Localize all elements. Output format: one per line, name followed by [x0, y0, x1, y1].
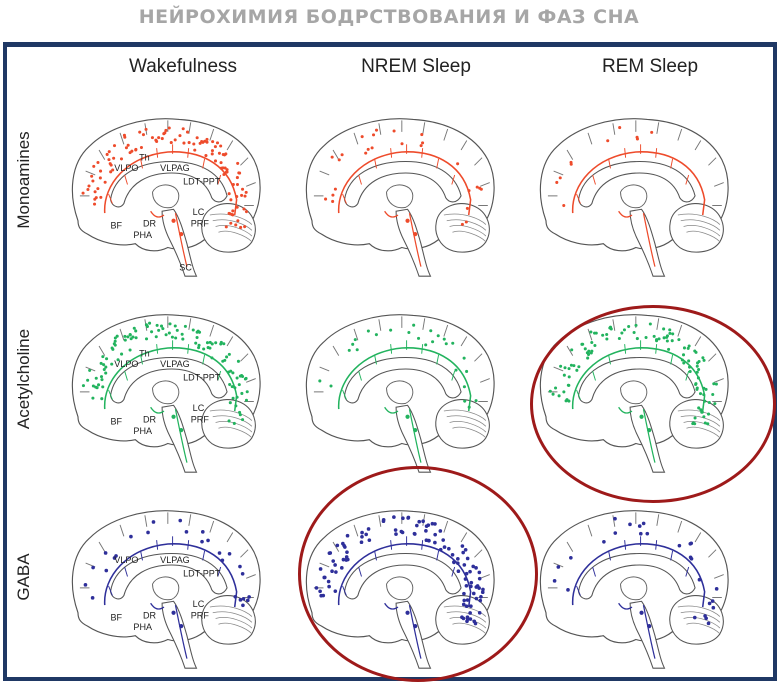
column-header-wakefulness: Wakefulness	[128, 56, 238, 77]
brain-panel-acetylcholine-nrem	[305, 314, 495, 473]
brain-panel-monoamines-rem	[539, 118, 729, 277]
label-vlpo: VLPO	[114, 163, 138, 173]
label-pha: PHA	[133, 426, 153, 436]
label-th: Th	[139, 153, 150, 163]
label-bf: BF	[110, 416, 122, 426]
brain-outline	[71, 510, 261, 669]
activity-dots	[81, 321, 249, 433]
label-vlpag: VLPAG	[160, 163, 190, 173]
label-ldt-ppt: LDT-PPT	[183, 568, 221, 578]
brain-outline	[539, 510, 729, 669]
neurotransmitter-pathway	[337, 144, 472, 267]
label-bf: BF	[110, 612, 122, 622]
slide-title: НЕЙРОХИМИЯ БОДРСТВОВАНИЯ И ФАЗ СНА	[138, 6, 640, 28]
row-header-gaba: GABA	[14, 553, 33, 601]
activity-dots	[318, 323, 478, 433]
neurotransmitter-pathway	[337, 340, 472, 463]
column-header-nrem: NREM Sleep	[361, 56, 471, 77]
label-sc: SC	[179, 262, 192, 272]
brain-outline	[539, 118, 729, 277]
label-ldt-ppt: LDT-PPT	[183, 372, 221, 382]
label-dr: DR	[143, 610, 157, 620]
neurotransmitter-pathway	[571, 144, 706, 267]
brain-panel-monoamines-nrem	[305, 118, 495, 277]
label-prf: PRF	[191, 218, 210, 228]
row-header-acetylcholine: Acetylcholine	[14, 328, 33, 430]
activity-dots	[81, 126, 248, 237]
brain-outline	[305, 314, 495, 473]
neurotransmitter-pathway	[571, 536, 706, 659]
brain-outline	[71, 314, 261, 473]
activity-dots	[552, 516, 719, 629]
highlight-circle-ach-rem	[530, 305, 776, 503]
label-ldt-ppt: LDT-PPT	[183, 176, 221, 186]
label-bf: BF	[110, 220, 122, 230]
label-vlpag: VLPAG	[160, 359, 190, 369]
neurotransmitter-pathway	[103, 536, 238, 659]
column-header-rem: REM Sleep	[601, 56, 699, 77]
label-dr: DR	[143, 414, 157, 424]
label-th: Th	[139, 349, 150, 359]
label-vlpo: VLPO	[114, 359, 138, 369]
activity-dots	[324, 128, 483, 237]
brain-outline	[305, 118, 495, 277]
activity-dots	[83, 518, 251, 629]
neurotransmitter-pathway	[103, 340, 238, 463]
label-vlpag: VLPAG	[160, 555, 190, 565]
label-pha: PHA	[133, 622, 153, 632]
label-lc: LC	[193, 207, 205, 217]
activity-dots	[555, 126, 654, 208]
label-vlpo: VLPO	[114, 555, 138, 565]
label-pha: PHA	[133, 230, 153, 240]
neurotransmitter-pathway	[103, 144, 238, 267]
label-prf: PRF	[191, 414, 210, 424]
row-header-monoamines: Monoamines	[14, 131, 33, 229]
brain-panel-gaba-rem	[539, 510, 729, 669]
label-prf: PRF	[191, 610, 210, 620]
highlight-circle-gaba-nrem	[298, 466, 538, 682]
label-lc: LC	[193, 403, 205, 413]
label-lc: LC	[193, 599, 205, 609]
label-dr: DR	[143, 218, 157, 228]
